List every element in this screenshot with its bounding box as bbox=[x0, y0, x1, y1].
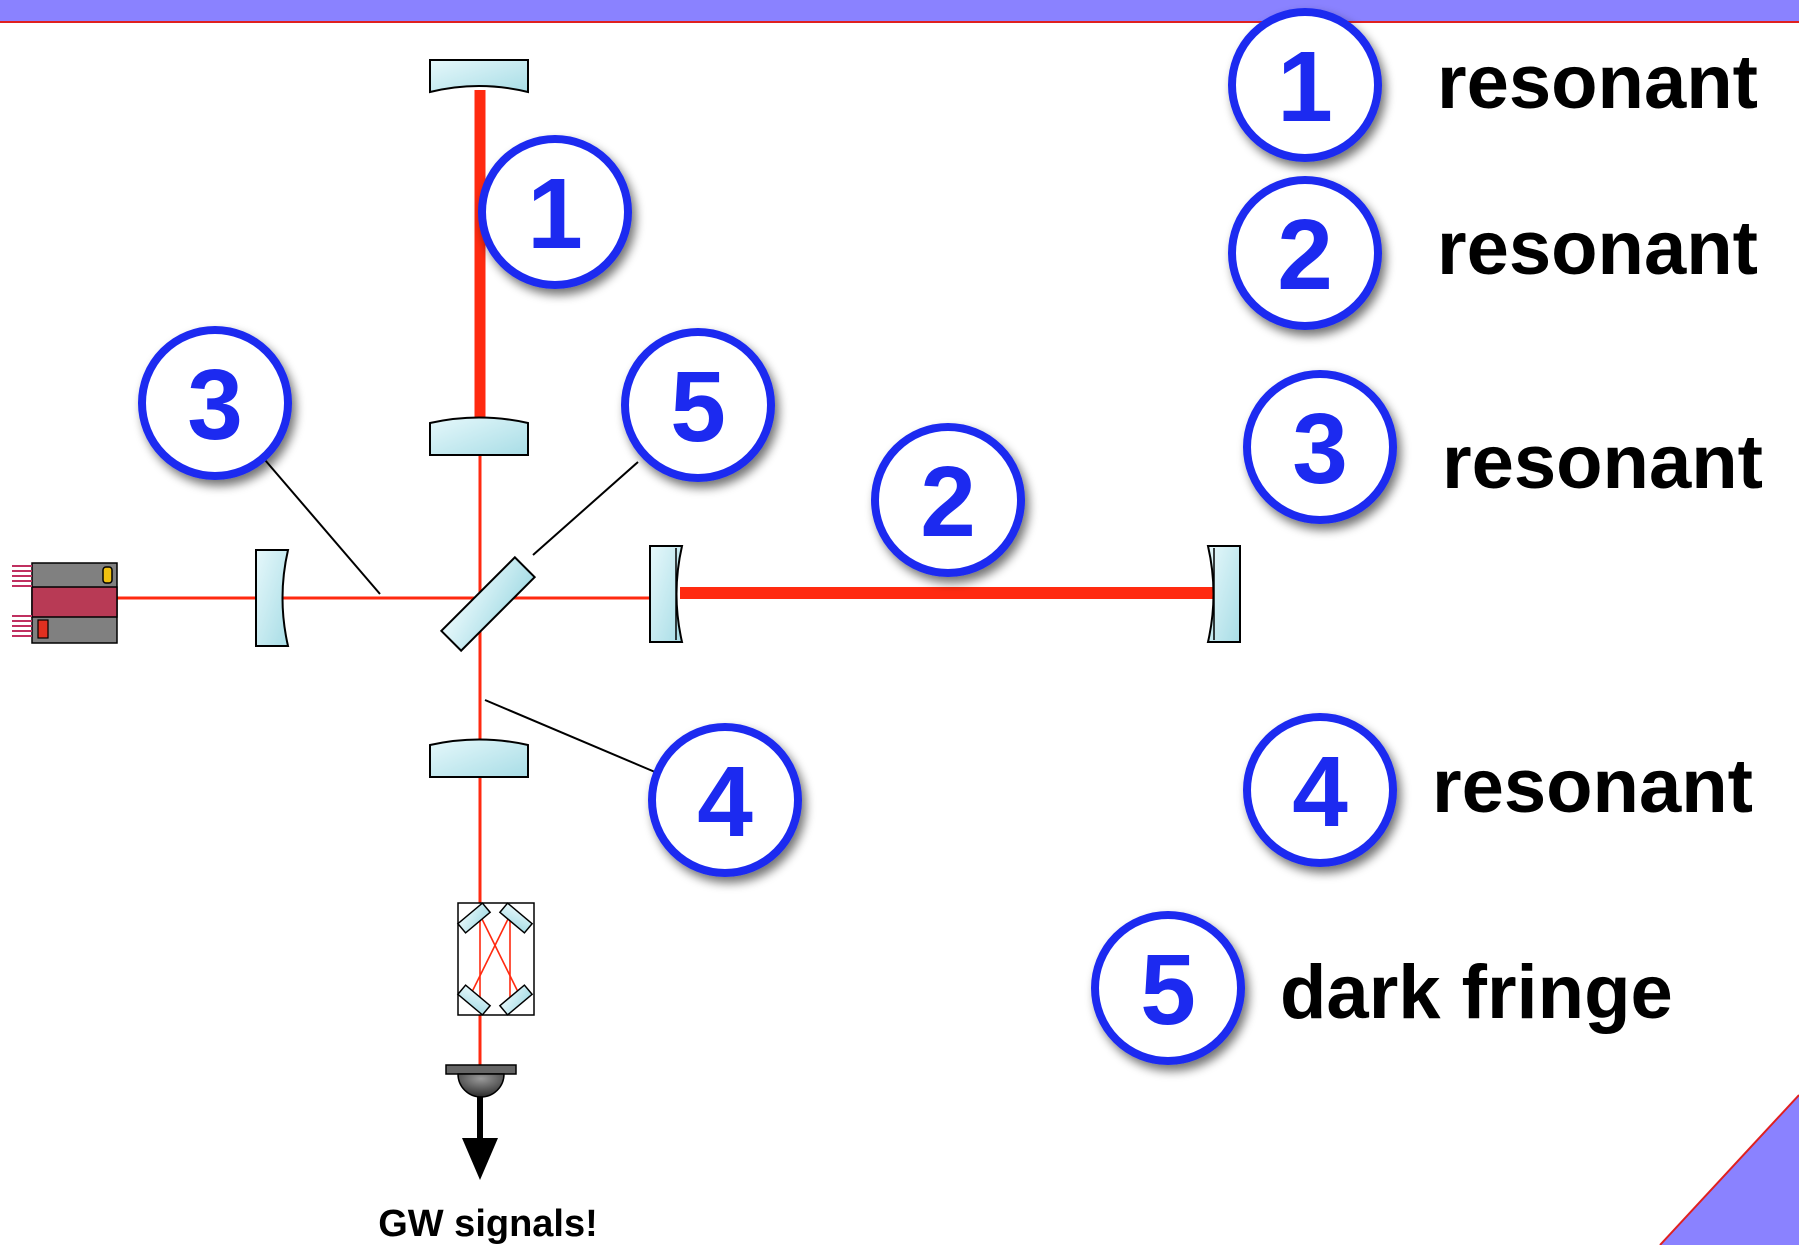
badge-bs-5: 5 bbox=[621, 328, 775, 482]
beam-splitter bbox=[439, 555, 537, 653]
photodetector-icon bbox=[445, 1064, 517, 1098]
legend-item-3: 3 resonant bbox=[1243, 370, 1763, 524]
end-mirror-y bbox=[429, 59, 529, 94]
output-mode-cleaner-icon bbox=[456, 902, 535, 1016]
power-recycling-mirror bbox=[255, 549, 290, 647]
svg-text:2: 2 bbox=[1277, 199, 1333, 311]
badge-recycling-3: 3 bbox=[138, 326, 292, 480]
svg-text:5: 5 bbox=[1140, 934, 1196, 1046]
end-mirror-x bbox=[1206, 545, 1241, 643]
output-caption: GW signals! bbox=[378, 1203, 598, 1245]
svg-text:resonant: resonant bbox=[1432, 744, 1753, 829]
svg-text:4: 4 bbox=[697, 746, 753, 858]
svg-text:resonant: resonant bbox=[1442, 420, 1763, 505]
svg-text:1: 1 bbox=[527, 158, 583, 270]
input-mirror-x bbox=[649, 545, 684, 643]
badge-arm-2: 2 bbox=[871, 423, 1025, 577]
svg-text:2: 2 bbox=[920, 446, 976, 558]
svg-text:resonant: resonant bbox=[1437, 206, 1758, 291]
svg-text:resonant: resonant bbox=[1437, 40, 1758, 125]
badge-arm-1: 1 bbox=[478, 135, 632, 289]
svg-text:dark fringe: dark fringe bbox=[1280, 950, 1673, 1035]
output-arrow-icon bbox=[462, 1097, 498, 1180]
badge-signal-4: 4 bbox=[648, 723, 802, 877]
legend: 1 resonant 2 resonant 3 resonant 4 reson… bbox=[1091, 8, 1763, 1065]
legend-item-1: 1 resonant bbox=[1228, 8, 1758, 162]
svg-text:5: 5 bbox=[670, 351, 726, 463]
svg-text:3: 3 bbox=[187, 349, 243, 461]
signal-recycling-mirror bbox=[429, 738, 529, 778]
slide-corner-edge bbox=[1659, 1094, 1799, 1245]
leader-lines bbox=[264, 459, 656, 773]
svg-text:3: 3 bbox=[1292, 393, 1348, 505]
legend-item-5: 5 dark fringe bbox=[1091, 911, 1673, 1065]
input-mirror-y bbox=[429, 416, 529, 456]
legend-item-4: 4 resonant bbox=[1243, 713, 1753, 867]
legend-item-2: 2 resonant bbox=[1228, 176, 1758, 330]
svg-text:1: 1 bbox=[1277, 31, 1333, 143]
svg-text:4: 4 bbox=[1292, 736, 1348, 848]
slide-top-band bbox=[0, 0, 1799, 22]
laser-source-icon bbox=[12, 562, 118, 644]
